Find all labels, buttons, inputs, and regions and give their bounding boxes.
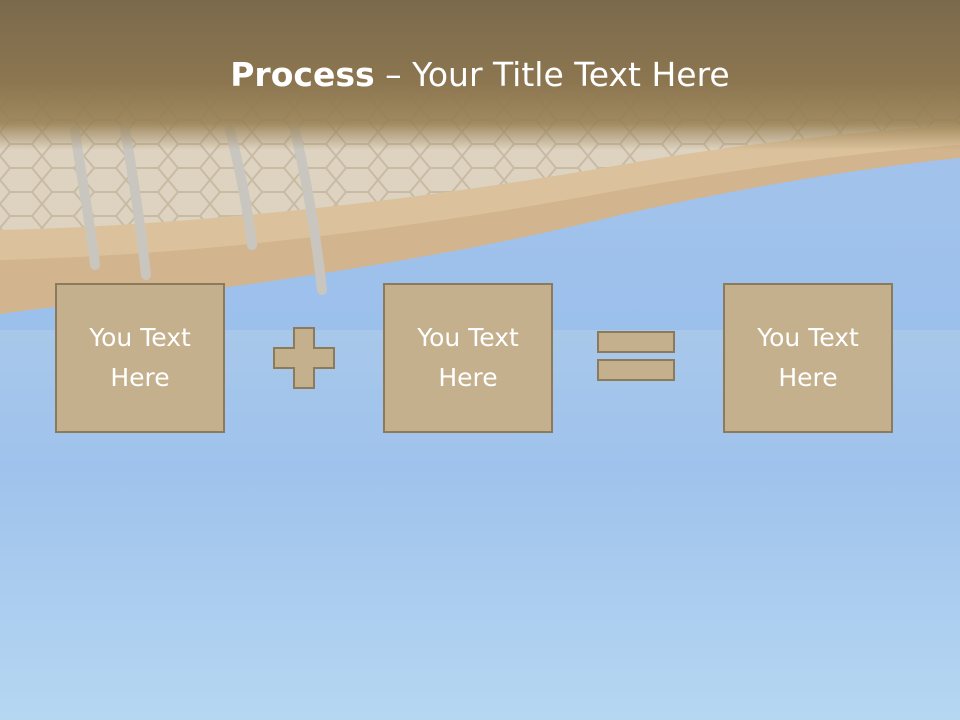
title-bold-part: Process [230,55,375,94]
process-box-3-text: You Text Here [757,323,859,392]
process-box-1-text: You Text Here [89,323,191,392]
title-rest-part: – Your Title Text Here [374,55,730,94]
equals-icon [597,331,675,381]
process-box-3[interactable]: You Text Here [723,283,893,433]
process-box-2[interactable]: You Text Here [383,283,553,433]
slide-title: Process – Your Title Text Here [0,50,960,100]
title-band [0,0,960,150]
plus-icon [273,327,335,389]
process-box-2-text: You Text Here [417,323,519,392]
process-box-1[interactable]: You Text Here [55,283,225,433]
